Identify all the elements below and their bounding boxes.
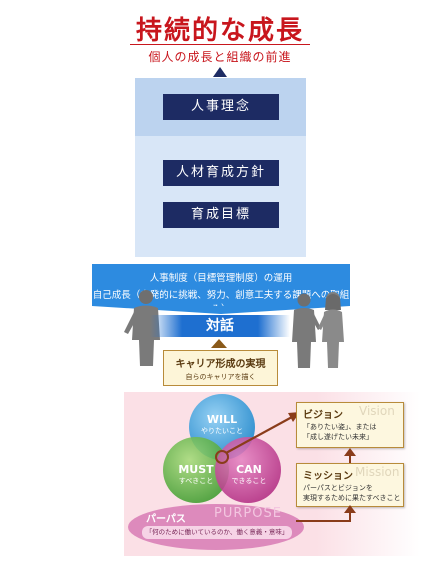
- will-en: WILL: [206, 413, 238, 426]
- career-title: キャリア形成の実現: [175, 359, 266, 370]
- dialogue-fade-left: [150, 315, 182, 337]
- career-up-arrow-icon: [211, 339, 227, 348]
- will-must-can-venn: [163, 394, 281, 503]
- person-right-woman-icon: [318, 292, 344, 368]
- can-en: CAN: [236, 463, 262, 476]
- development-goal-box: 育成目標: [163, 202, 279, 228]
- can-jp: できること: [231, 477, 267, 485]
- title-underline: [130, 44, 310, 45]
- page-title: 持続的な成長: [135, 16, 304, 46]
- development-policy-box: 人材育成方針: [163, 160, 279, 186]
- purpose-en: PURPOSE: [214, 506, 282, 521]
- will-label: WILL やりたいこと: [191, 413, 253, 436]
- mission-to-vision-arrow-stem: [349, 455, 351, 463]
- vision-line-2: 「成し遂げたい未来」: [303, 433, 373, 441]
- policy-panel: [135, 136, 306, 257]
- dialogue-fade-right: [258, 315, 290, 337]
- career-sub: 自らのキャリアを描く: [185, 373, 256, 381]
- mission-line-1: パーパスとビジョンを: [303, 484, 373, 492]
- mission-line-2: 実現するために果たすべきこと: [303, 494, 401, 502]
- band-down-arrow: [92, 306, 350, 314]
- vision-card: ビジョン Vision 「ありたい姿」、または 「成し遂げたい未来」: [296, 402, 404, 448]
- center-to-vision-arrow-icon: [215, 412, 300, 464]
- purpose-to-mission-arrow-icon: [296, 505, 356, 522]
- vision-jp: ビジョン: [303, 410, 343, 421]
- page-subtitle: 個人の成長と組織の前進: [148, 50, 292, 64]
- must-en: MUST: [178, 463, 214, 476]
- will-jp: やりたいこと: [201, 427, 243, 435]
- band-line-1: 人事制度（目標管理制度）の運用: [149, 273, 293, 284]
- mission-to-vision-arrow-icon: [344, 448, 356, 456]
- vision-en: Vision: [359, 404, 395, 418]
- must-jp: すべきこと: [178, 477, 214, 485]
- mission-jp: ミッション: [303, 471, 353, 482]
- vision-line-1: 「ありたい姿」、または: [303, 423, 377, 431]
- purpose-jp: パーパス: [146, 514, 186, 525]
- mission-card: ミッション Mission パーパスとビジョンを 実現するために果たすべきこと: [296, 463, 404, 507]
- person-right-man-icon: [292, 293, 321, 368]
- purpose-desc: 「何のために働いているのか、働く意義・意味」: [142, 526, 292, 539]
- hr-philosophy-box: 人事理念: [163, 94, 279, 120]
- must-label: MUST すべきこと: [165, 463, 227, 486]
- career-box: キャリア形成の実現 自らのキャリアを描く: [163, 350, 278, 386]
- can-label: CAN できること: [218, 463, 280, 486]
- mission-en: Mission: [355, 465, 400, 479]
- up-arrow-icon: [213, 67, 227, 77]
- dialogue-label: 対話: [182, 315, 258, 337]
